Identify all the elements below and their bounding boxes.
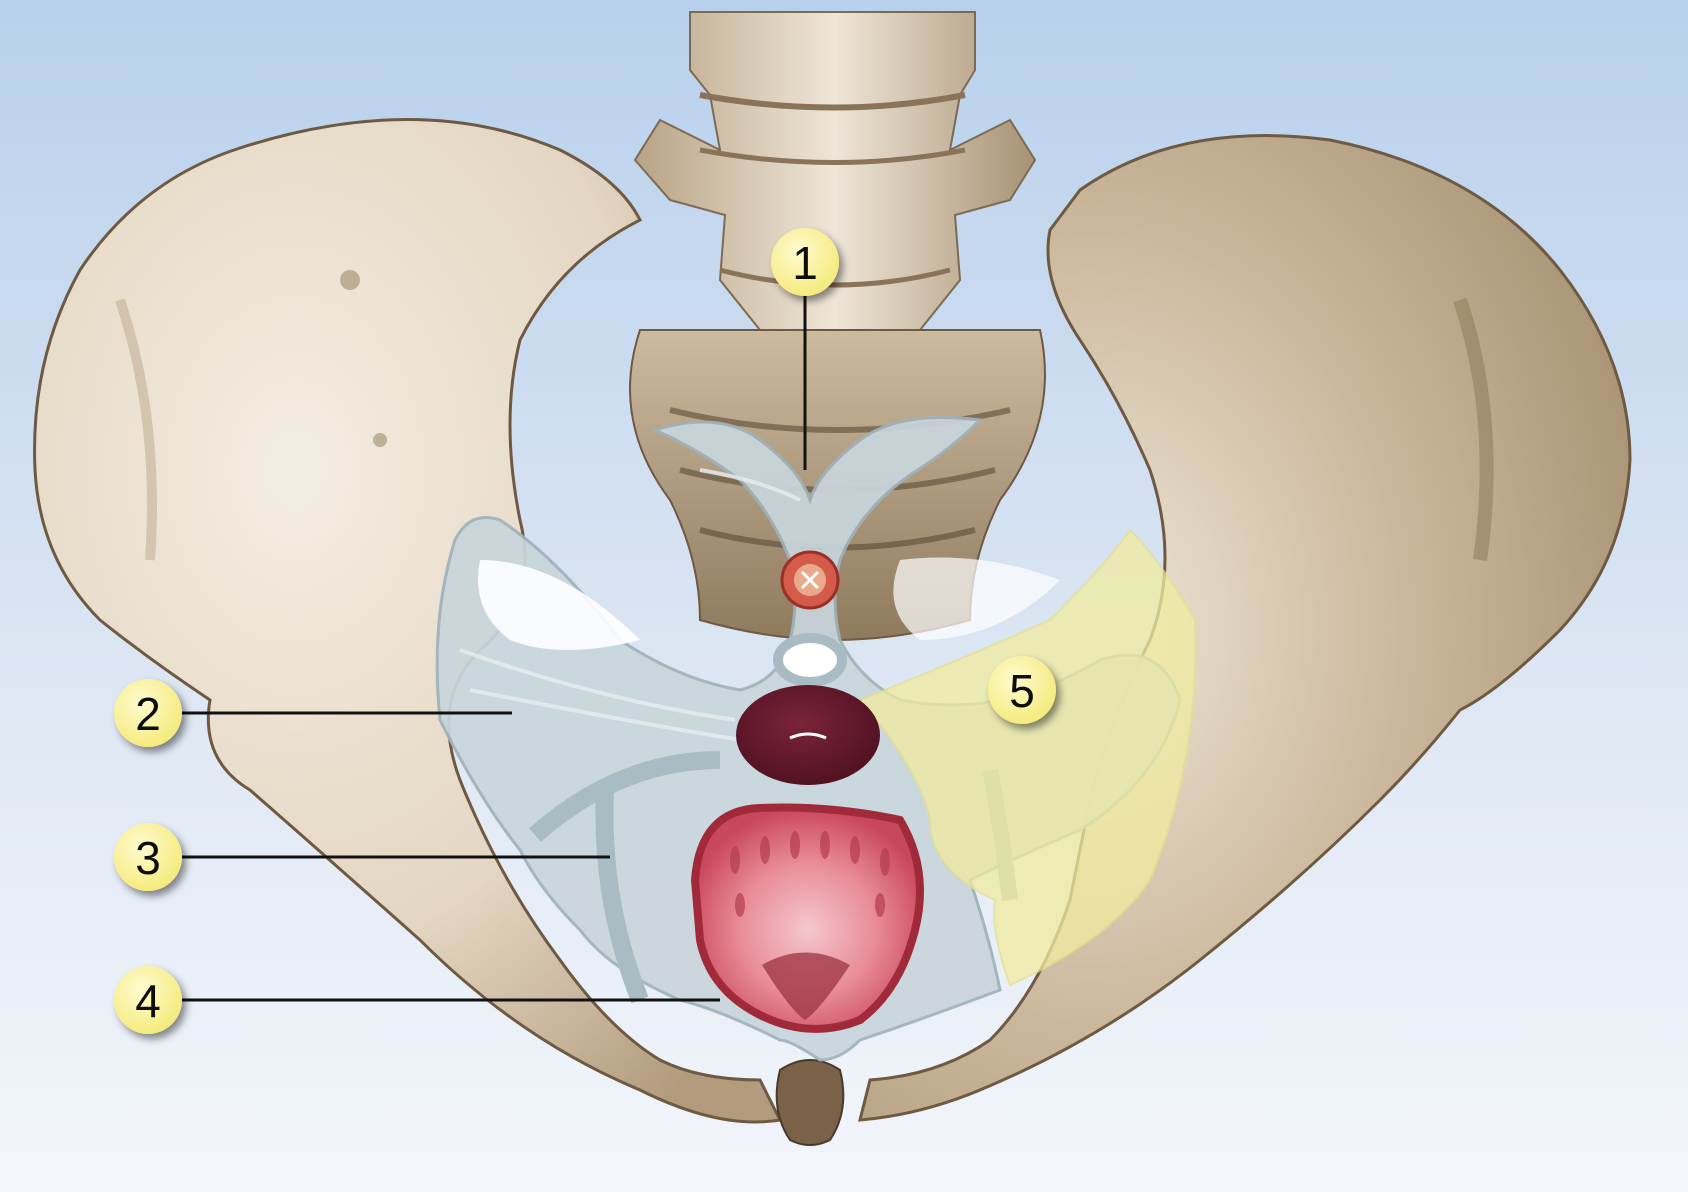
- bladder-cross-section: [695, 808, 920, 1029]
- coccyx: [777, 1060, 844, 1145]
- label-badge-4: 4: [114, 966, 182, 1034]
- label-badge-2: 2: [114, 679, 182, 747]
- label-5-text: 5: [1009, 665, 1035, 717]
- label-1-text: 1: [792, 237, 818, 289]
- label-2-text: 2: [135, 688, 161, 740]
- label-badge-1: 1: [771, 228, 839, 296]
- label-4-text: 4: [135, 975, 161, 1027]
- urethra: [782, 552, 838, 608]
- label-badge-5: 5: [988, 656, 1056, 724]
- label-badge-3: 3: [114, 823, 182, 891]
- vaginal-ring: [778, 638, 842, 682]
- rectum: [736, 685, 880, 785]
- label-3-text: 3: [135, 832, 161, 884]
